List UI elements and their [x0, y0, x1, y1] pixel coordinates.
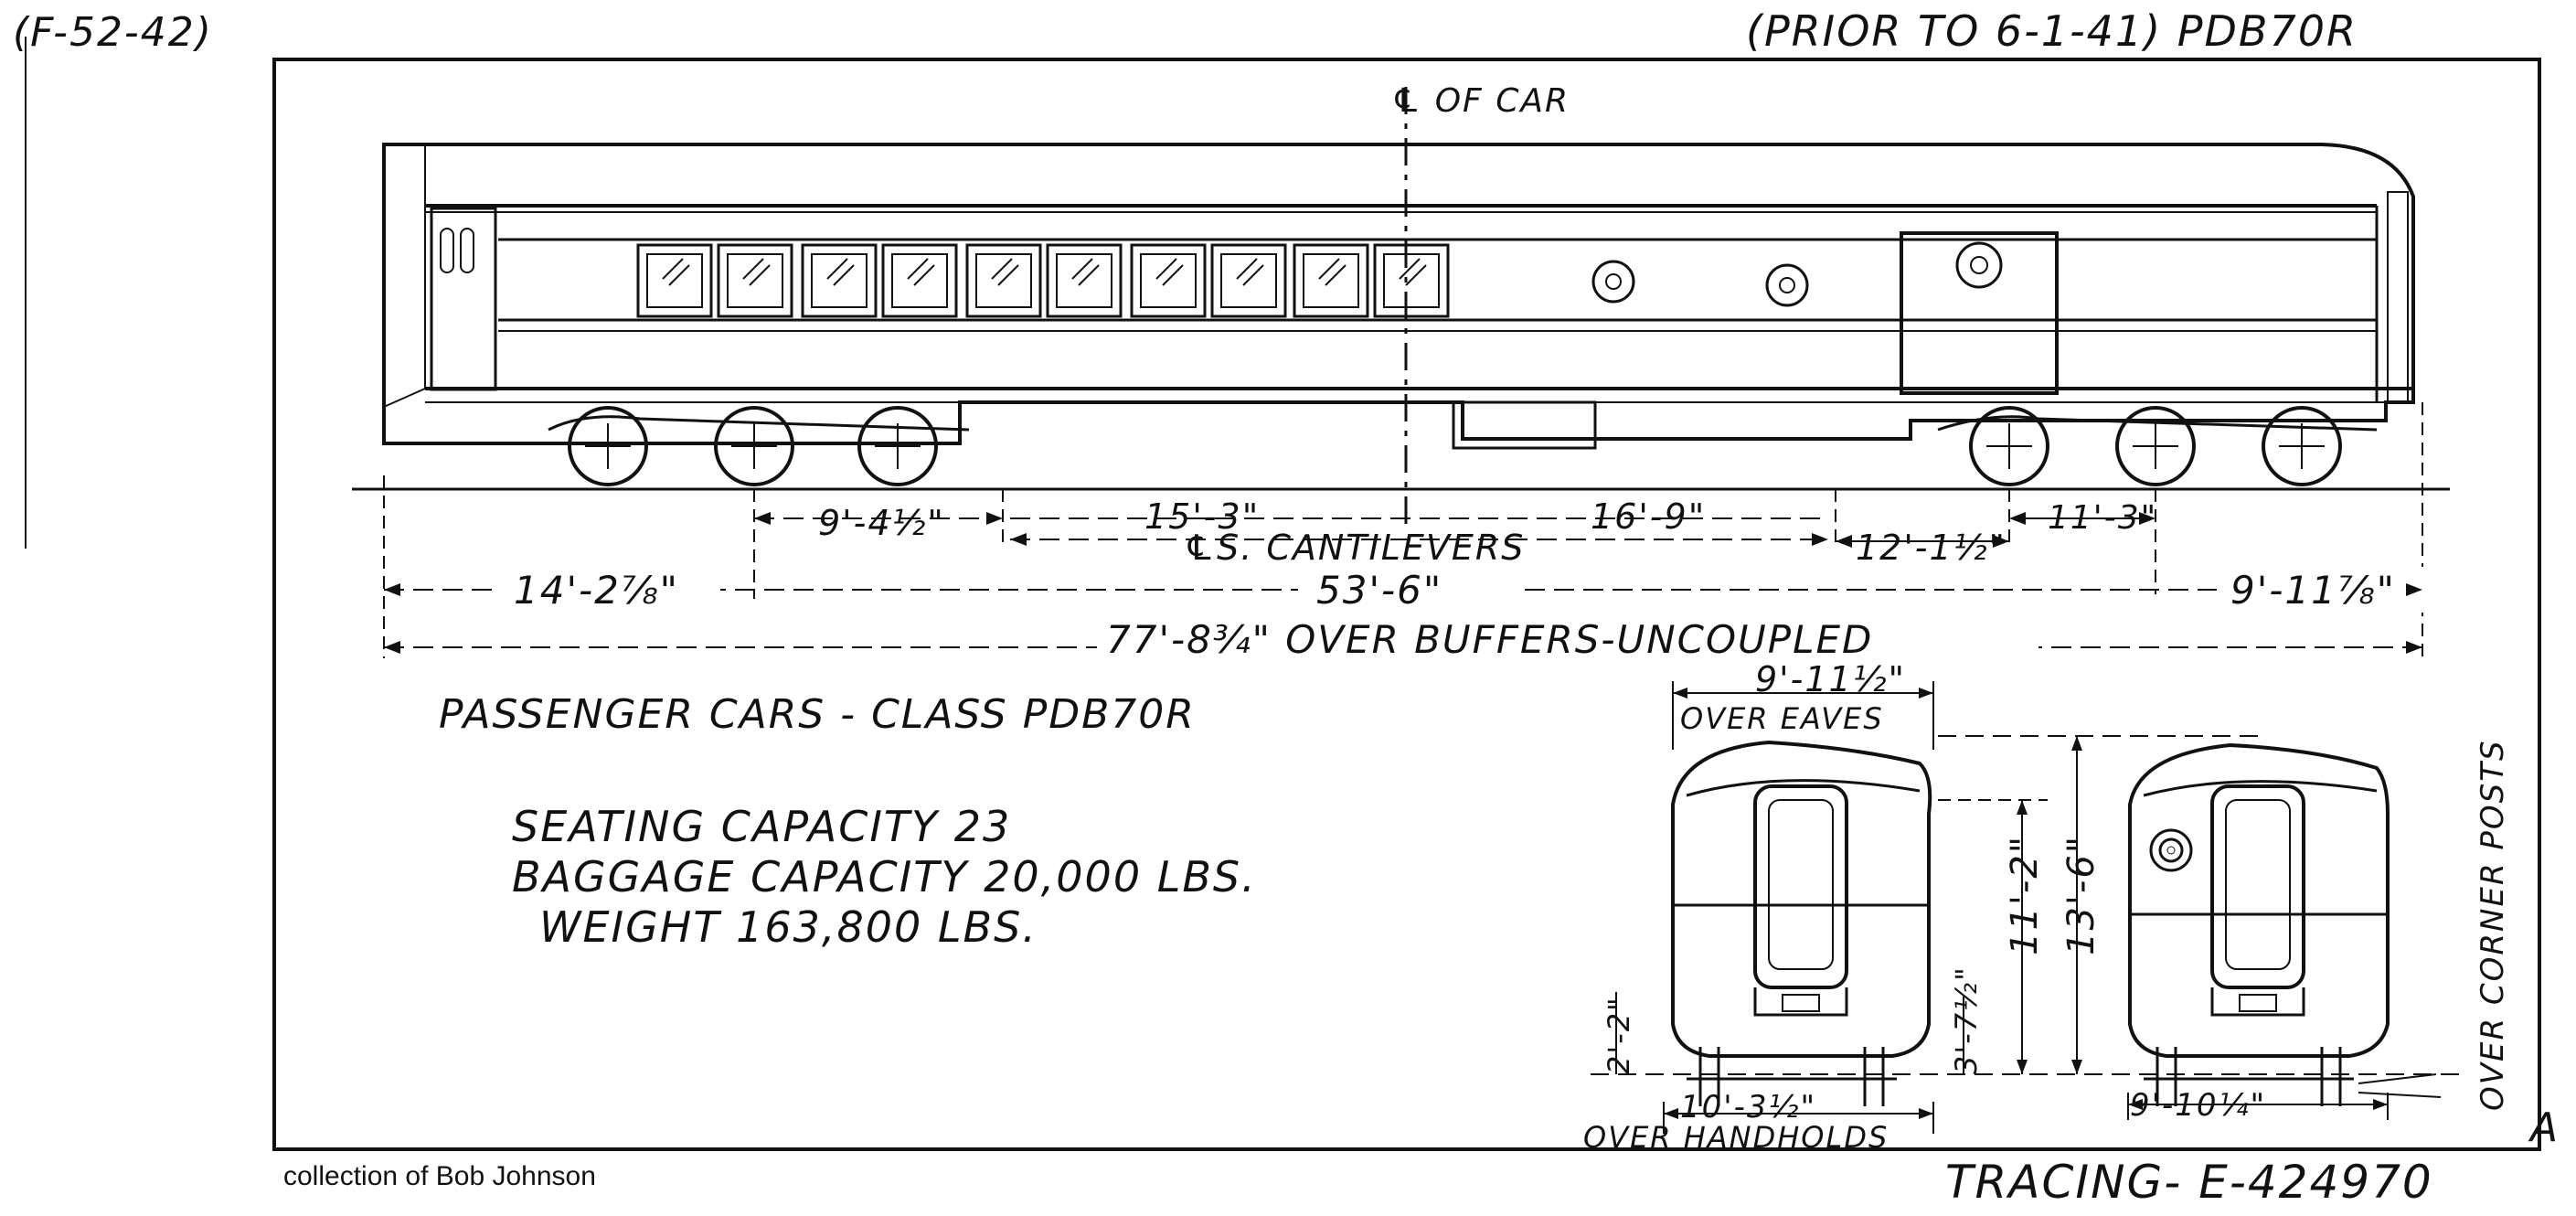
- dim-cantilever-left: 15'-3": [1144, 496, 1260, 537]
- passenger-windows: [636, 243, 1450, 318]
- dim-roof-height: 11'-2": [2004, 835, 2046, 955]
- spec-block: PASSENGER CARS - CLASS PDB70R SEATING CA…: [439, 691, 1257, 952]
- drawing-title: (PRIOR TO 6-1-41) PDB70R: [1746, 6, 2358, 56]
- end-view-left: [1671, 740, 1932, 1106]
- seating-capacity: SEATING CAPACITY 23: [512, 802, 1011, 851]
- rear-truck: [1969, 406, 2342, 486]
- dim-corner-width: 9'-10¼": [2130, 1087, 2266, 1124]
- dim-over-buffers: 77'-8¾" OVER BUFFERS-UNCOUPLED: [1106, 617, 1873, 662]
- dim-step-height: 3'-7½": [1949, 965, 1984, 1074]
- dim-cantilever-right: 16'-9": [1591, 496, 1706, 537]
- collection-credit: collection of Bob Johnson: [283, 1161, 596, 1191]
- side-dimensions: 9'-4½" 15'-3" 16'-9" 11'-3" ℄S. CANTILEV…: [383, 402, 2427, 664]
- end-view-dimensions: 9'-11½" OVER EAVES 11'-2" 13'-6" 3'-7½" …: [1583, 659, 2511, 1155]
- dim-rail-height: 2'-2": [1602, 996, 1636, 1074]
- underbody-tank: [1452, 400, 1597, 450]
- dim-truck-wheelbase: 9'-4½": [818, 503, 945, 543]
- sheet-mark: A: [2528, 1104, 2560, 1151]
- drawing-border: [272, 58, 2541, 1151]
- centerline-label: ℄ OF CAR: [1391, 82, 1570, 120]
- end-view-right: [2128, 742, 2390, 1106]
- car-weight: WEIGHT 163,800 LBS.: [539, 902, 1038, 952]
- dim-front-overhang: 14'-2⅞": [514, 568, 679, 613]
- tracing-number: TRACING- E-424970: [1945, 1156, 2433, 1209]
- end-door-right: [2210, 784, 2305, 989]
- baggage-capacity: BAGGAGE CAPACITY 20,000 LBS.: [512, 852, 1257, 901]
- side-elevation: ℄ OF CAR: [352, 82, 2450, 530]
- reference-code: (F-52-42): [13, 9, 213, 56]
- class-title: PASSENGER CARS - CLASS PDB70R: [439, 691, 1196, 738]
- front-truck: [568, 406, 938, 486]
- dim-overall-height: 13'-6": [2060, 835, 2102, 955]
- dim-rear-overhang: 9'-11⅞": [2230, 568, 2396, 613]
- dim-coupler-to-pivot: 12'-1½": [1856, 528, 2007, 568]
- dim-eaves-label: OVER EAVES: [1680, 701, 1884, 736]
- end-door-left: [1753, 784, 1848, 989]
- dim-handhold-label: OVER HANDHOLDS: [1583, 1120, 1889, 1155]
- dim-handhold-width: 10'-3½": [1680, 1089, 1816, 1125]
- dim-corner-label: OVER CORNER POSTS: [2475, 739, 2511, 1111]
- dim-truck-centers: 53'-6": [1316, 568, 1442, 613]
- baggage-door: [1900, 231, 2059, 395]
- dim-rear-wheelbase: 11'-3": [2048, 499, 2157, 537]
- dim-cantilevers-label: ℄S. CANTILEVERS: [1184, 528, 1525, 568]
- dim-eaves-width: 9'-11½": [1755, 659, 1906, 699]
- car-body-outline: [382, 143, 2415, 445]
